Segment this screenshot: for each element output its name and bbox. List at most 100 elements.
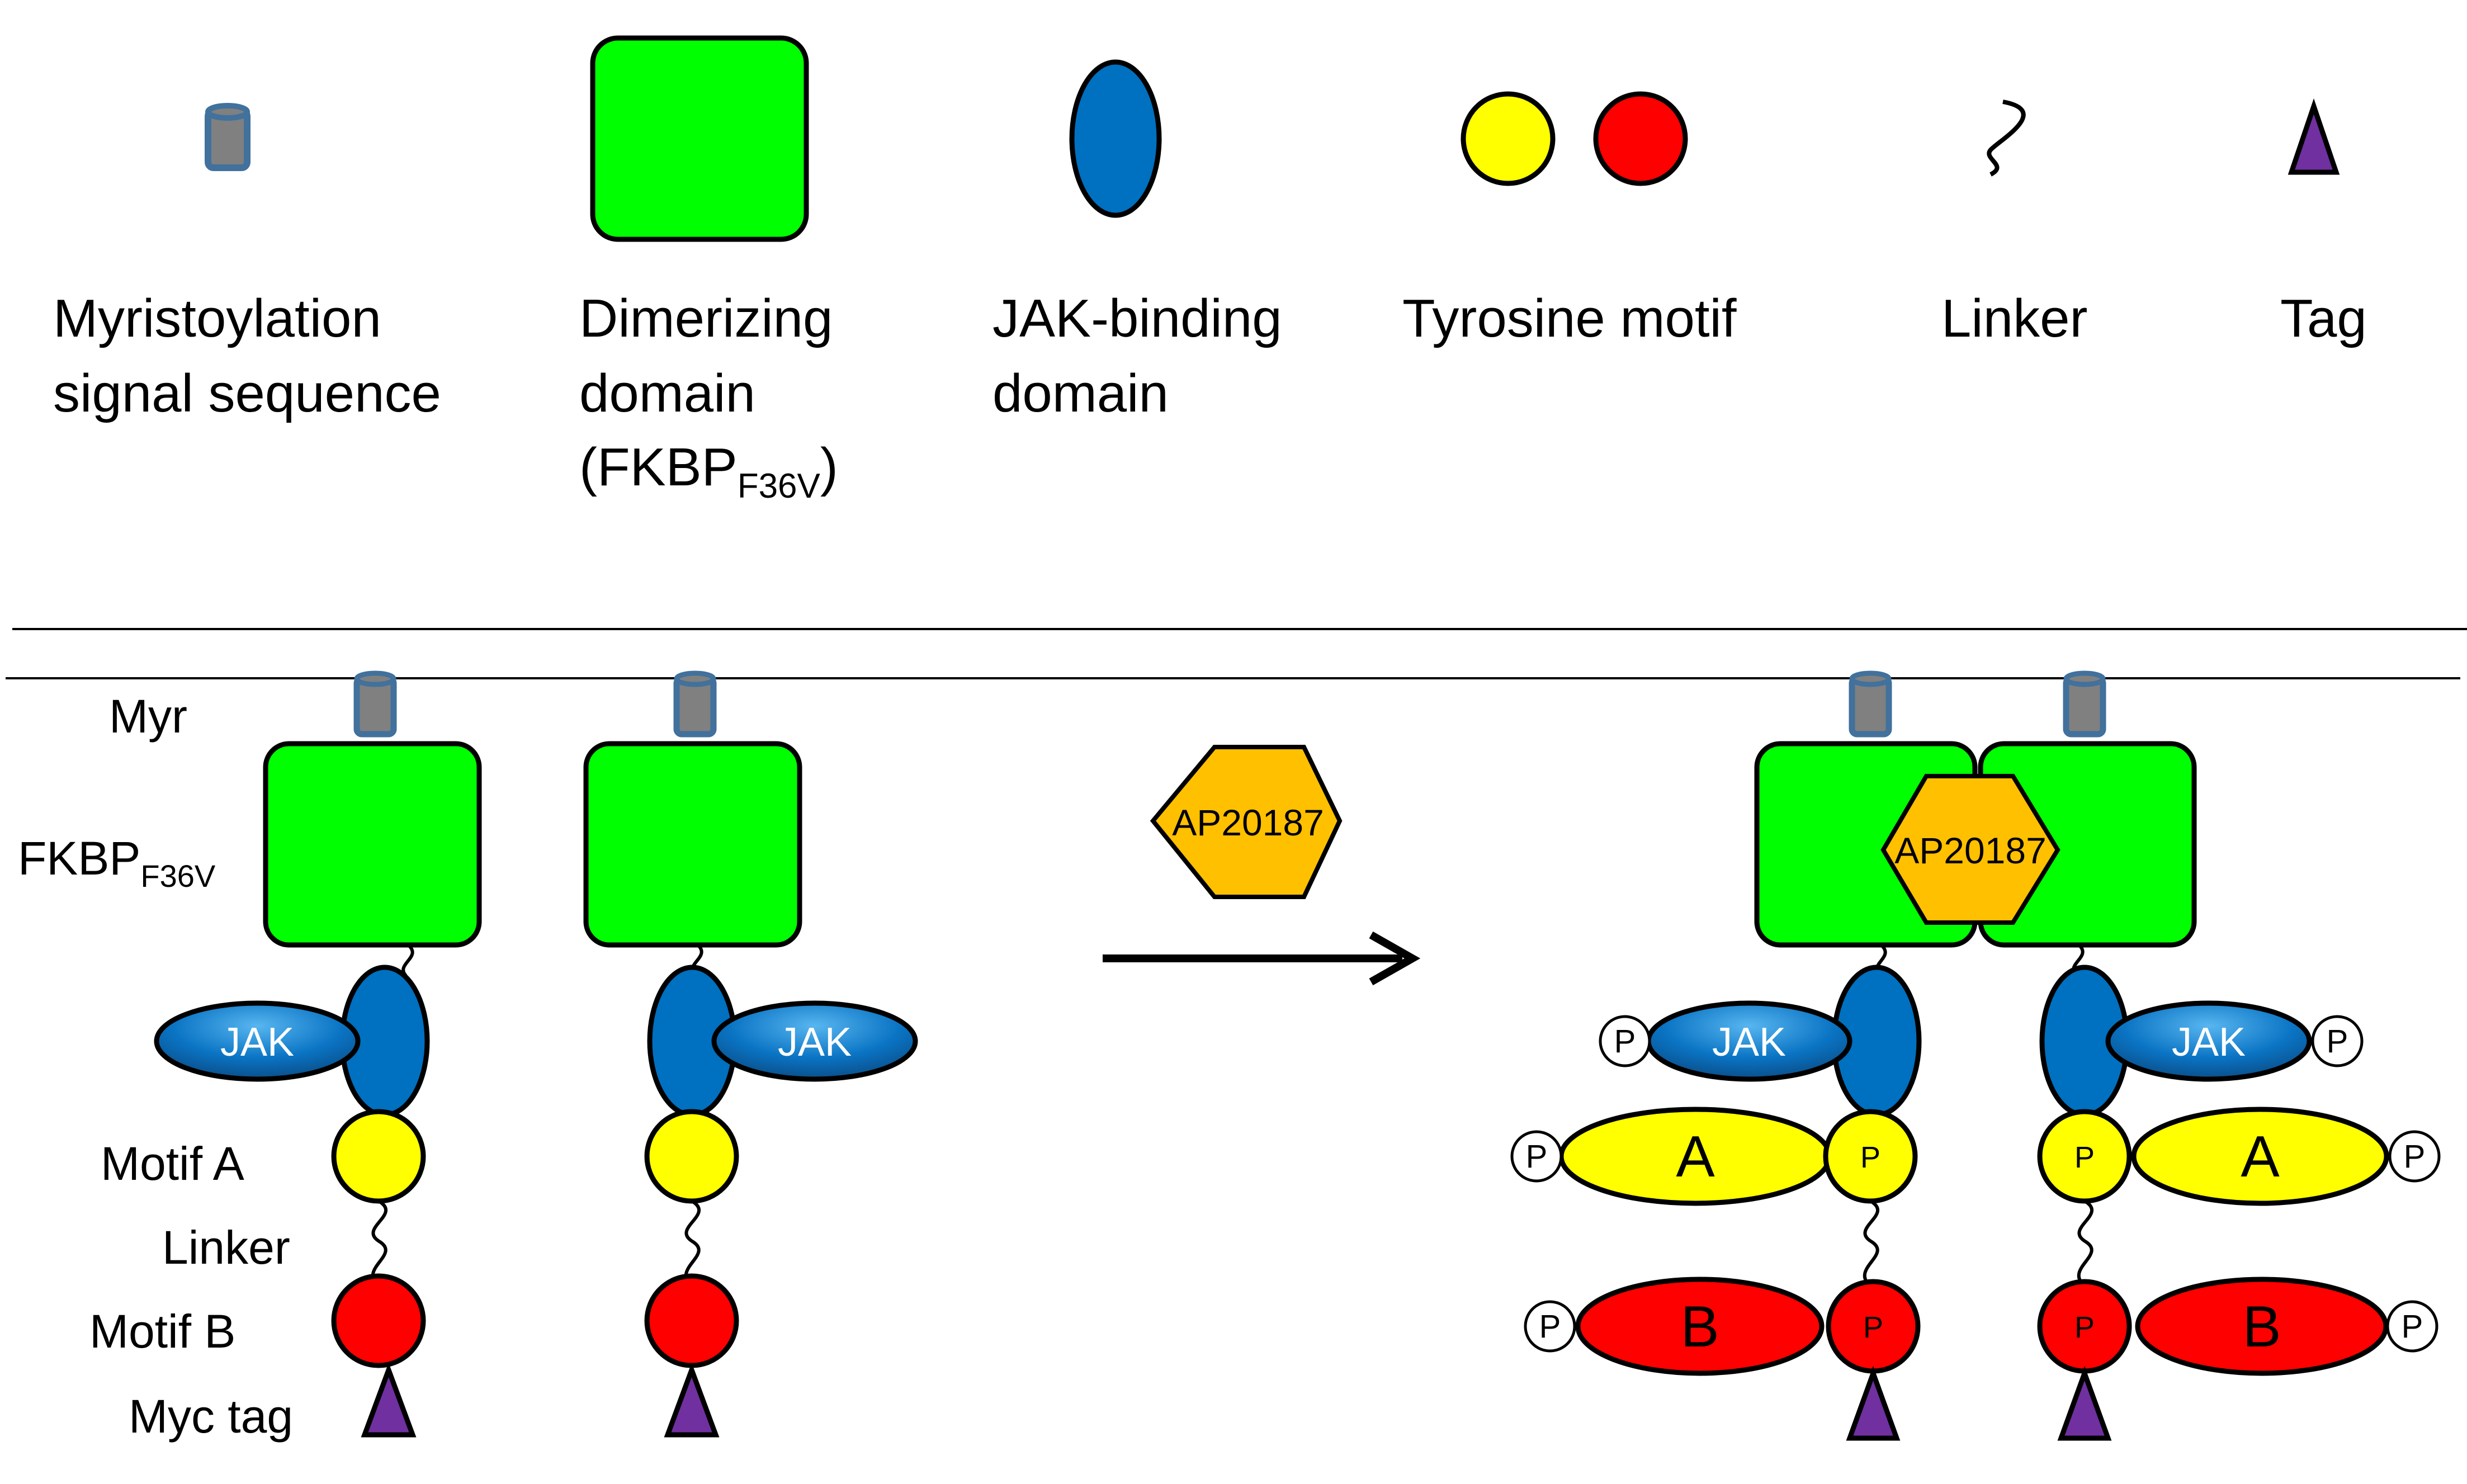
phospho-a-right-outer-label: P xyxy=(2404,1138,2426,1175)
label-fkbp-sub: F36V xyxy=(140,858,215,894)
legend-dimerizing-pre: (FKBP xyxy=(579,437,738,497)
dimer-motif-b-right-p: P xyxy=(2074,1311,2095,1344)
dimer-motif-a-right-ellipse: A xyxy=(2131,1107,2389,1206)
phospho-b-right-outer: P xyxy=(2386,1300,2438,1353)
jak-label-2: JAK xyxy=(778,1020,852,1065)
label-motif-a: Motif A xyxy=(101,1137,244,1190)
tyrosine-yellow-icon xyxy=(1461,91,1556,186)
dimer-myr-anchor-right xyxy=(2063,670,2106,738)
phospho-b-left-outer: P xyxy=(1524,1300,1576,1353)
dimer-myr-anchor-left xyxy=(1849,670,1892,738)
ap20187-bound: AP20187 xyxy=(1880,774,2060,925)
dimer-myc-tag-left xyxy=(1846,1365,1901,1441)
myr-anchor-2 xyxy=(673,670,717,738)
dimer-motif-a-right: P xyxy=(2037,1109,2132,1204)
label-motif-b: Motif B xyxy=(89,1305,235,1358)
dimer-motif-a-right-letter: A xyxy=(2241,1124,2280,1189)
label-linker: Linker xyxy=(162,1221,290,1274)
legend-dimerizing-sub: F36V xyxy=(738,467,821,505)
linker-a-b-2 xyxy=(684,1199,701,1288)
label-fkbp: FKBPF36V xyxy=(18,832,216,894)
tag-icon xyxy=(2288,98,2340,175)
myr-anchor-1 xyxy=(353,670,397,738)
dimer-motif-a-left: P xyxy=(1823,1109,1918,1204)
jak-binding-domain-icon xyxy=(1069,59,1162,218)
legend-jak-binding-line1: JAK-binding xyxy=(993,289,1282,348)
jak-label-1: JAK xyxy=(220,1020,294,1065)
ap20187-hexagon xyxy=(1150,745,1343,899)
legend-myristoylation-line2: signal sequence xyxy=(53,363,441,423)
legend-dimerizing-line1: Dimerizing xyxy=(579,289,833,348)
dimer-jak-right: JAK xyxy=(2105,1000,2312,1082)
phospho-b-right-outer-label: P xyxy=(2402,1308,2423,1345)
tyrosine-red-icon xyxy=(1593,91,1688,186)
dimer-motif-a-right-p: P xyxy=(2074,1141,2095,1174)
jak-kinase-2: JAK xyxy=(711,1000,918,1082)
legend-tyrosine-line1: Tyrosine motif xyxy=(1402,289,1737,348)
phospho-a-right-outer: P xyxy=(2388,1130,2441,1183)
phospho-jak-left: P xyxy=(1599,1015,1651,1067)
legend-dimerizing-post: ) xyxy=(820,437,838,497)
ap20187-label: AP20187 xyxy=(1172,802,1324,843)
linker-fkbp-jak-1 xyxy=(401,943,414,977)
jak-kinase-1: JAK xyxy=(154,1000,361,1082)
phospho-a-left-outer-label: P xyxy=(1526,1138,1548,1175)
legend-dimerizing: Dimerizing domain (FKBPF36V) xyxy=(579,35,838,505)
monomer-1: JAK xyxy=(154,670,482,1438)
legend-tag: Tag xyxy=(2280,98,2367,348)
dimer-jak-right-label: JAK xyxy=(2172,1020,2246,1065)
dimer-motif-b-right-letter: B xyxy=(2242,1294,2281,1359)
dimerizing-domain-icon xyxy=(590,35,809,242)
linker-a-b-1 xyxy=(371,1199,388,1288)
dimer-motif-a-left-ellipse: A xyxy=(1558,1107,1832,1206)
myc-tag-1 xyxy=(361,1363,417,1438)
phospho-jak-right: P xyxy=(2311,1015,2364,1067)
dimer-motif-b-right: P xyxy=(2037,1279,2132,1374)
dimer-motif-a-left-p: P xyxy=(1860,1141,1880,1174)
myc-tag-2 xyxy=(664,1363,720,1438)
dimer-myc-tag-right xyxy=(2057,1365,2112,1441)
legend-linker: Linker xyxy=(1941,100,2087,348)
dimer-motif-b-left-p: P xyxy=(1863,1311,1883,1344)
dimer-motif-b-left: P xyxy=(1826,1279,1921,1374)
dimerization-arrow xyxy=(1103,931,1421,986)
motif-b-1 xyxy=(331,1273,426,1368)
dimer-motif-b-left-letter: B xyxy=(1680,1294,1719,1359)
motif-a-1 xyxy=(331,1109,426,1204)
phospho-b-left-outer-label: P xyxy=(1539,1308,1561,1345)
phospho-jak-left-label: P xyxy=(1614,1023,1636,1060)
dimer-jak-left-label: JAK xyxy=(1712,1020,1786,1065)
phospho-a-left-outer: P xyxy=(1510,1130,1563,1183)
legend-tyrosine: Tyrosine motif xyxy=(1402,91,1737,348)
dimer-linker-a-b-left xyxy=(1863,1199,1880,1288)
dimer: AP20187 JAK P A P P B xyxy=(1510,670,2441,1441)
fkbp-domain-1 xyxy=(263,741,482,948)
fkbp-domain-2 xyxy=(583,741,802,948)
construct-labels: Myr FKBPF36V Motif A Linker Motif B Myc … xyxy=(18,690,293,1443)
phospho-jak-right-label: P xyxy=(2327,1023,2348,1060)
dimer-linker-a-b-right xyxy=(2077,1199,2094,1288)
legend-dimerizing-line2: domain xyxy=(579,363,755,423)
dimer-motif-a-left-letter: A xyxy=(1676,1124,1715,1189)
motif-a-2 xyxy=(644,1109,739,1204)
label-fkbp-main: FKBP xyxy=(18,832,140,885)
ap20187-free: AP20187 xyxy=(1150,745,1343,899)
legend-jak-binding-line2: domain xyxy=(993,363,1169,423)
legend-dimerizing-line3: (FKBPF36V) xyxy=(579,437,838,505)
dimer-motif-b-right-ellipse: B xyxy=(2135,1277,2389,1376)
legend-tag-line1: Tag xyxy=(2280,289,2367,348)
linker-icon xyxy=(1987,100,2026,177)
motif-b-2 xyxy=(644,1273,739,1368)
dimer-jak-left: JAK xyxy=(1646,1000,1852,1082)
monomer-2: JAK xyxy=(583,670,918,1438)
label-myr: Myr xyxy=(109,690,187,743)
legend-myristoylation-line1: Myristoylation xyxy=(53,289,381,348)
legend-jak-binding: JAK-binding domain xyxy=(993,59,1282,423)
label-myc-tag: Myc tag xyxy=(129,1390,293,1443)
legend: Myristoylation signal sequence Dimerizin… xyxy=(53,35,2367,505)
dimer-motif-b-left-ellipse: B xyxy=(1575,1277,1825,1376)
legend-myristoylation: Myristoylation signal sequence xyxy=(53,103,441,423)
ap20187-bound-label: AP20187 xyxy=(1894,830,2047,871)
